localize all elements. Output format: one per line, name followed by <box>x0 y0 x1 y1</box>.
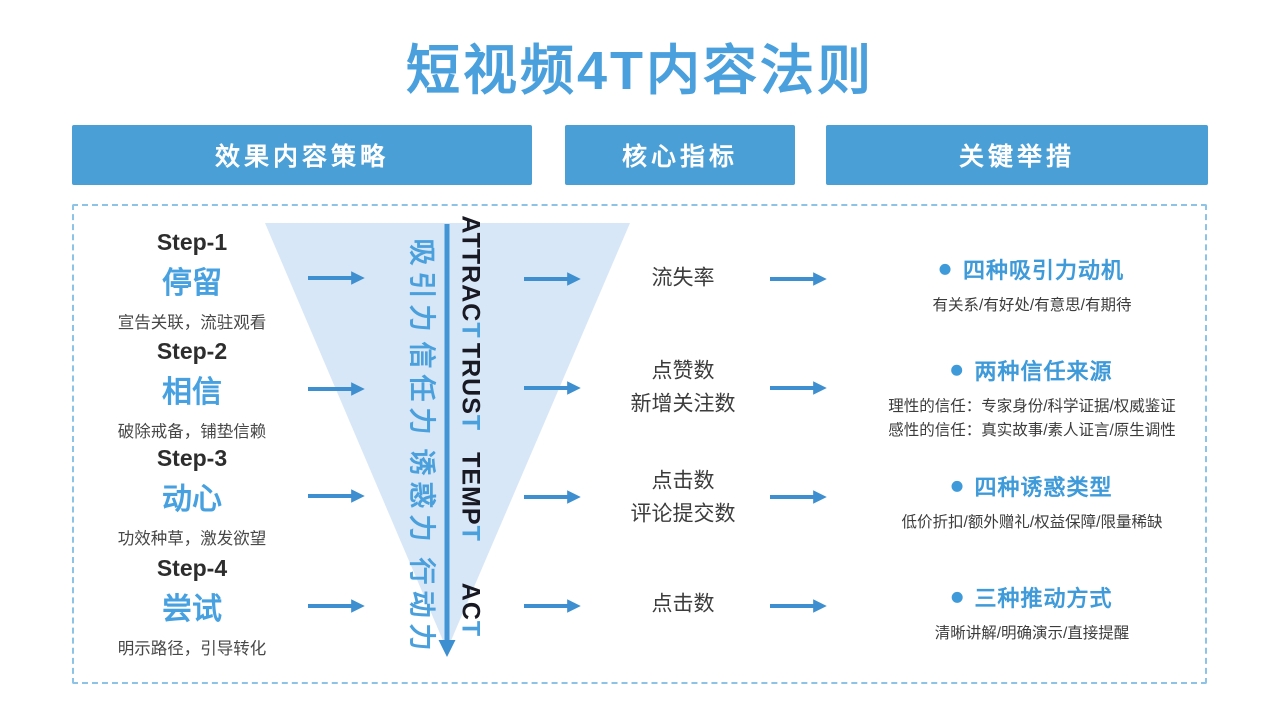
action3-title: 四种诱惑类型 <box>974 474 1113 500</box>
step1-desc: 宣告关联，流驻观看 <box>117 314 267 332</box>
funnel-stage3-en-prefix: TEMP <box>456 452 485 526</box>
step1-block: Step-1 停留 宣告关联，流驻观看 <box>118 229 267 333</box>
step3-block: Step-3 动心 功效种草，激发欲望 <box>118 445 267 549</box>
funnel-stage4-en-t: T <box>456 620 485 638</box>
action1-detail: 有关系/有好处/有意思/有期待 <box>932 296 1132 314</box>
header-metrics: 核心指标 <box>565 125 795 185</box>
page-title: 短视频4T内容法则 <box>405 41 875 101</box>
action2-block: 两种信任来源 理性的信任：专家身份/科学证据/权威鉴证 感性的信任：真实故事/素… <box>888 354 1176 443</box>
step4-label: Step-4 <box>156 555 228 581</box>
header-strategy: 效果内容策略 <box>72 125 532 185</box>
step4-name: 尝试 <box>162 593 222 626</box>
metric1-block: 流失率 <box>652 263 715 296</box>
funnel-stage4-en: ACT <box>456 583 485 637</box>
bullet-icon <box>951 480 963 492</box>
metric3-line2: 评论提交数 <box>630 502 736 525</box>
action4-block: 三种推动方式 清晰讲解/明确演示/直接提醒 <box>935 581 1130 645</box>
step1-label: Step-1 <box>156 229 228 255</box>
action2-detail2: 感性的信任：真实故事/素人证言/原生调性 <box>888 422 1176 439</box>
funnel-stage4-cn: 行动力 <box>406 557 437 657</box>
funnel-stage1-en-prefix: ATTRAC <box>456 215 485 323</box>
funnel-stage4-en-prefix: AC <box>456 582 485 621</box>
step3-desc: 功效种草，激发欲望 <box>117 530 267 548</box>
funnel-stage2-cn: 信任力 <box>406 341 437 441</box>
funnel-stage3-cn: 诱惑力 <box>406 448 437 548</box>
metric1-line1: 流失率 <box>651 266 715 290</box>
step2-desc: 破除戒备，铺垫信赖 <box>117 423 267 441</box>
action3-block: 四种诱惑类型 低价折扣/额外赠礼/权益保障/限量稀缺 <box>902 470 1163 534</box>
funnel-stage2-en: TRUST <box>456 343 485 431</box>
action2-detail1: 理性的信任：专家身份/科学证据/权威鉴证 <box>888 397 1176 415</box>
funnel-stage1-en-t: T <box>456 322 485 339</box>
action4-detail: 清晰讲解/明确演示/直接提醒 <box>934 624 1130 642</box>
action2-title-row: 两种信任来源 <box>888 354 1176 386</box>
funnel-stage2-en-t: T <box>456 414 485 432</box>
action1-title: 四种吸引力动机 <box>962 257 1125 283</box>
action2-title: 两种信任来源 <box>974 358 1113 384</box>
metric4-block: 点击数 <box>652 589 715 622</box>
bullet-icon <box>951 591 963 603</box>
funnel-stage3-en: TEMPT <box>456 452 485 542</box>
funnel-stage3-en-t: T <box>456 525 485 542</box>
funnel-stage2-en-prefix: TRUS <box>456 342 485 415</box>
step2-block: Step-2 相信 破除戒备，铺垫信赖 <box>118 338 267 442</box>
step1-name: 停留 <box>162 267 222 300</box>
content-frame <box>72 204 1207 684</box>
step4-block: Step-4 尝试 明示路径，引导转化 <box>118 555 267 659</box>
funnel-stage1-en: ATTRACT <box>456 215 485 338</box>
metric3-block: 点击数 评论提交数 <box>631 465 736 530</box>
action1-title-row: 四种吸引力动机 <box>933 253 1132 285</box>
funnel-stage1-cn: 吸引力 <box>406 238 437 338</box>
metric3-line1: 点击数 <box>651 469 715 493</box>
step3-name: 动心 <box>162 483 222 516</box>
action1-block: 四种吸引力动机 有关系/有好处/有意思/有期待 <box>933 253 1132 317</box>
metric2-line2: 新增关注数 <box>630 392 736 415</box>
action3-title-row: 四种诱惑类型 <box>902 470 1163 502</box>
metric4-line1: 点击数 <box>651 592 715 616</box>
metric2-line1: 点赞数 <box>651 359 715 383</box>
metric2-block: 点赞数 新增关注数 <box>631 355 736 420</box>
bullet-icon <box>939 263 951 275</box>
step4-desc: 明示路径，引导转化 <box>117 640 267 658</box>
step2-name: 相信 <box>162 376 222 409</box>
step3-label: Step-3 <box>156 445 228 471</box>
bullet-icon <box>951 364 963 376</box>
action3-detail: 低价折扣/额外赠礼/权益保障/限量稀缺 <box>901 513 1163 531</box>
action4-title: 三种推动方式 <box>974 585 1113 611</box>
action4-title-row: 三种推动方式 <box>935 581 1130 613</box>
header-actions: 关键举措 <box>826 125 1208 185</box>
step2-label: Step-2 <box>156 338 228 364</box>
